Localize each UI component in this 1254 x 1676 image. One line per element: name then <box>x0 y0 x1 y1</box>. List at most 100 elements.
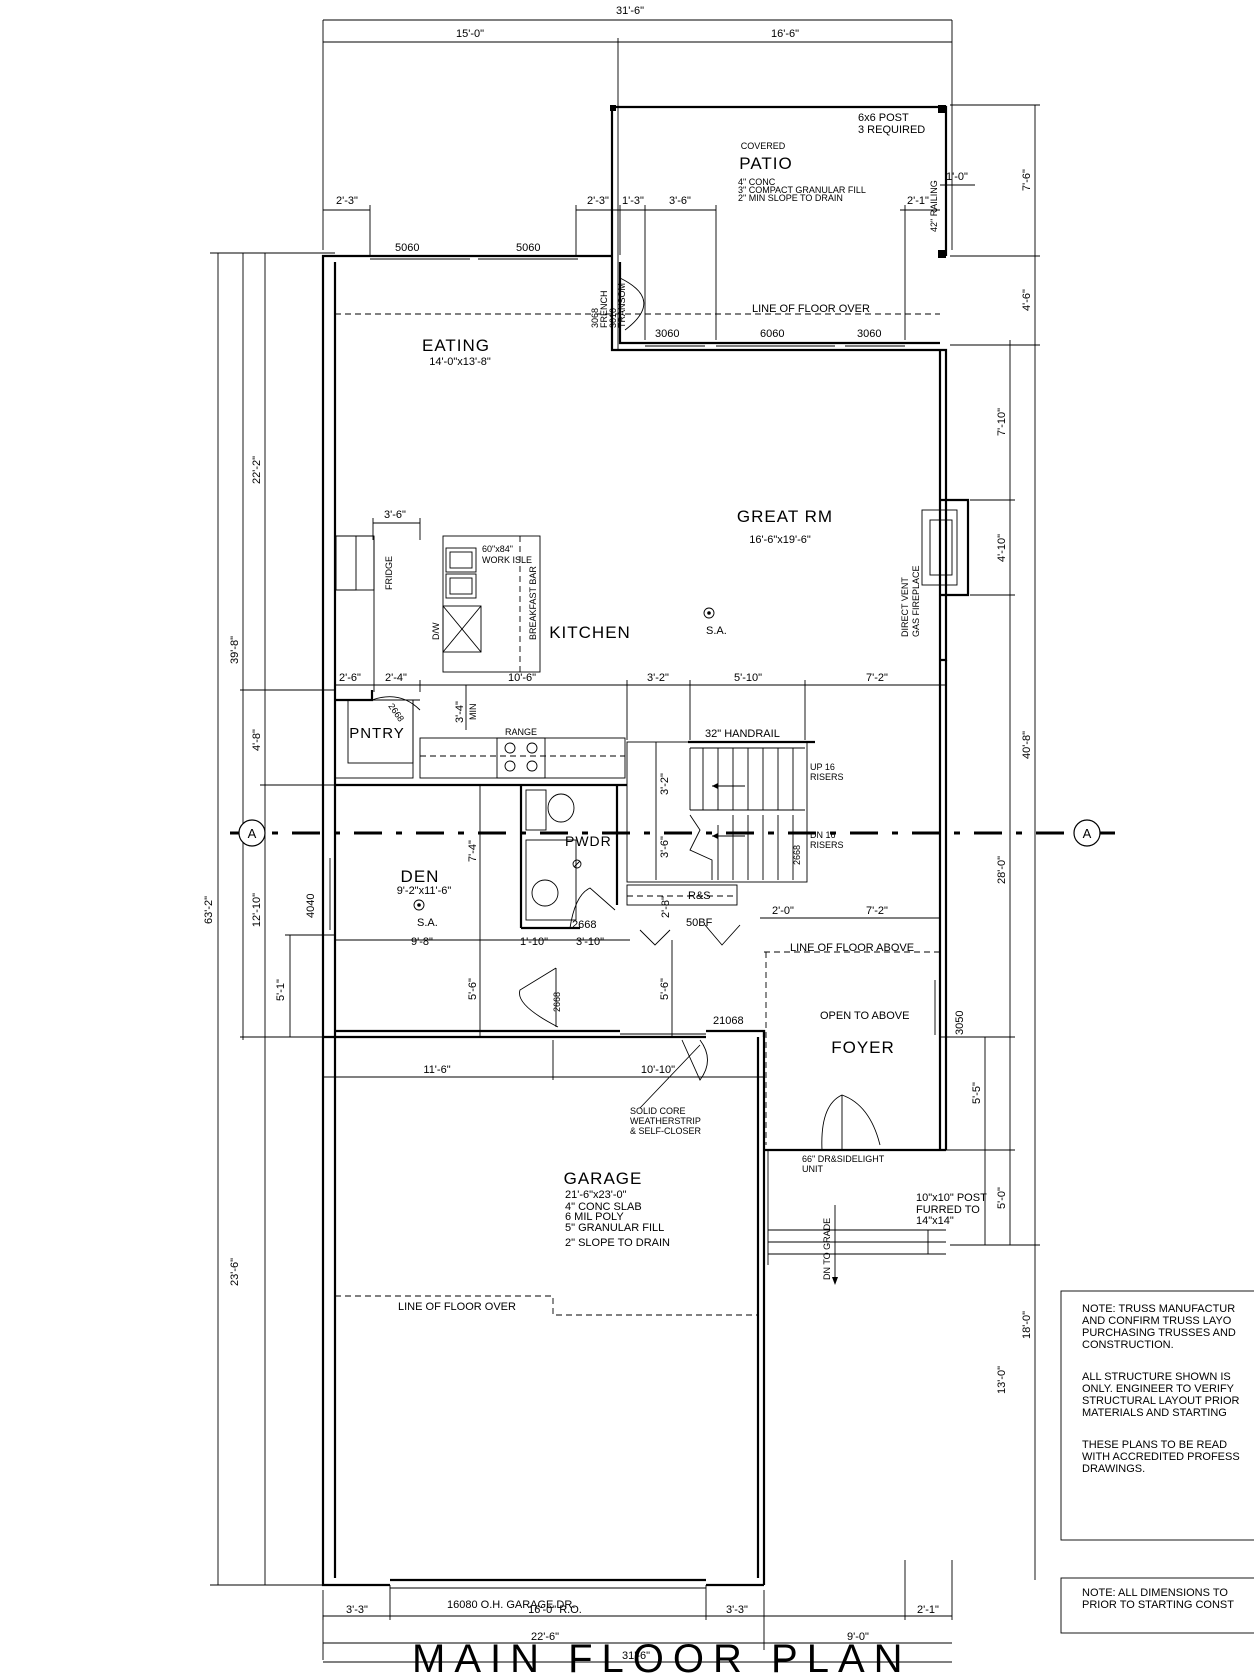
window-5060-b: 5060 <box>516 242 540 254</box>
den-size: 9'-2"x11'-6" <box>397 885 452 897</box>
garage-label: GARAGE <box>564 1169 643 1188</box>
door-stair: 2668 <box>792 845 802 865</box>
dim-4-8: 4'-8" <box>251 729 263 751</box>
fireplace-1: DIRECT VENT <box>900 577 910 637</box>
dim-22-6: 22'-6" <box>531 1631 559 1643</box>
fridge: FRIDGE <box>335 535 394 680</box>
patio-note-2: 3" COMPACT GRANULAR FILL <box>738 185 866 195</box>
garage-entry-door: 21068 SOLID CORE WEATHERSTRIP & SELF-CLO… <box>620 1015 744 1136</box>
dim-2-0: 2'-0" <box>772 905 794 917</box>
right-dimensions: 7'-6" 4'-6" 7'-10" 4'-10" 40'-8" 28'-0" … <box>940 104 1040 1580</box>
dn-risers-2: RISERS <box>810 840 844 850</box>
dim-2-1-top: 2'-1" <box>907 195 929 207</box>
dim-kitchen-3-6: 3'-6" <box>384 509 406 521</box>
note1-l2: AND CONFIRM TRUSS LAYO <box>1082 1315 1232 1327</box>
patio-covered: COVERED <box>741 141 786 151</box>
front-door-1: 66" DR&SIDELIGHT <box>802 1154 885 1164</box>
dim-40-8: 40'-8" <box>1021 731 1033 759</box>
front-door-2: UNIT <box>802 1164 823 1174</box>
dim-5-6-a: 5'-6" <box>467 978 479 1000</box>
plan-title: MAIN FLOOR PLAN <box>412 1637 912 1676</box>
dim-2-8: 2'-8" <box>660 896 672 918</box>
garage-note-4: 5" GRANULAR FILL <box>565 1222 664 1234</box>
dim-3-6: 3'-6" <box>669 195 691 207</box>
dim-top-left: 15'-0" <box>456 28 484 40</box>
dim-18-0: 18'-0" <box>1021 1311 1033 1339</box>
range-counter: RANGE <box>419 727 626 779</box>
dim-10-6: 10'-6" <box>508 672 536 684</box>
section-line: A A <box>230 819 1115 847</box>
dim-5-1: 5'-1" <box>275 979 287 1001</box>
solid-core-2: WEATHERSTRIP <box>630 1116 701 1126</box>
door-den: 2668 <box>552 992 562 1012</box>
garage-door-label: 16080 O.H. GARAGE DR. <box>447 1599 575 1611</box>
line-floor-above: LINE OF FLOOR ABOVE <box>790 942 914 954</box>
pantry: PNTRY 2668 <box>334 690 421 779</box>
post-note-2: 3 REQUIRED <box>858 124 925 136</box>
window-5060-a: 5060 <box>395 242 419 254</box>
post-note-1: 6x6 POST <box>858 112 909 124</box>
dim-5-10: 5'-10" <box>734 672 762 684</box>
dim-9-0: 9'-0" <box>847 1631 869 1643</box>
pwdr-label: PWDR <box>565 833 612 849</box>
dim-stair-3-2: 3'-2" <box>659 773 671 795</box>
french-4: TRANSOM <box>617 283 627 328</box>
den-window: 4040 <box>305 894 317 918</box>
garage: 11'-6" 10'-10" GARAGE 21'-6"x23'-0" 4" C… <box>323 1040 764 1611</box>
railing-label: 42" RAILING <box>929 180 939 232</box>
foyer-label: FOYER <box>831 1038 895 1057</box>
front-step: DN TO GRADE 10"x10" POST FURRED TO 14"x1… <box>767 1150 987 1285</box>
line-floor-over-top: LINE OF FLOOR OVER <box>752 303 870 315</box>
den: DEN 9'-2"x11'-6" S.A. 4040 7'-4" 9'-8" 1… <box>305 785 673 1037</box>
solid-core-3: & SELF-CLOSER <box>630 1126 702 1136</box>
fifty-bf: 50BF <box>686 917 713 929</box>
garage-note-1: 21'-6"x23'-0" <box>565 1189 627 1201</box>
dim-22-2: 22'-2" <box>251 456 263 484</box>
patio: COVERED PATIO 4" CONC 3" COMPACT GRANULA… <box>610 105 948 258</box>
foyer: LINE OF FLOOR ABOVE OPEN TO ABOVE FOYER … <box>764 942 966 1174</box>
garage-note-5: 2" SLOPE TO DRAIN <box>565 1237 670 1249</box>
dim-1-0: 1'-0" <box>946 171 968 183</box>
patio-note-1: 4" CONC <box>738 177 776 187</box>
dw-label: D/W <box>431 622 441 640</box>
note1-l4: CONSTRUCTION. <box>1082 1339 1174 1351</box>
dn-grade: DN TO GRADE <box>822 1218 832 1280</box>
dim-5-5: 5'-5" <box>971 1082 983 1104</box>
eating-label: EATING <box>422 336 490 355</box>
range-label: RANGE <box>505 727 537 737</box>
dim-2-3-patio: 2'-3" <box>587 195 609 207</box>
den-label: DEN <box>401 867 440 886</box>
foyer-window: 3050 <box>954 1011 966 1035</box>
dim-3-10: 3'-10" <box>576 936 604 948</box>
post-furred-3: 14"x14" <box>916 1215 954 1227</box>
sa-den: S.A. <box>417 917 438 929</box>
dim-7-4: 7'-4" <box>467 840 479 862</box>
patio-note-3: 2" MIN SLOPE TO DRAIN <box>738 193 843 203</box>
door-pwdr: 2668 <box>572 919 596 931</box>
notes-box: NOTE: TRUSS MANUFACTUR AND CONFIRM TRUSS… <box>1060 1290 1254 1541</box>
dim-16-0-ro: 16'-0" R.O. <box>528 1604 582 1616</box>
french-1: 3068 <box>590 308 600 328</box>
dim-13-0: 13'-0" <box>996 1366 1008 1394</box>
dim-3-4: 3'-4" <box>454 701 466 723</box>
post-furred-1: 10"x10" POST <box>916 1192 987 1204</box>
note1-l3: PURCHASING TRUSSES AND <box>1082 1327 1236 1339</box>
window-6060: 6060 <box>760 328 784 340</box>
fireplace-2: GAS FIREPLACE <box>911 565 921 637</box>
stairs: 32" HANDRAIL UP 16 RISERS DN 16 RISERS 2… <box>626 728 844 883</box>
dim-top-total: 31'-6" <box>616 5 644 17</box>
dim-10-10: 10'-10" <box>641 1064 675 1076</box>
fridge-label: FRIDGE <box>384 556 394 590</box>
dim-stair-3-6: 3'-6" <box>659 836 671 858</box>
dim-5-6-b: 5'-6" <box>659 978 671 1000</box>
bottom-dimensions: 3'-3" 16'-0" R.O. 3'-3" 2'-1" 22'-6" 9'-… <box>322 1560 953 1663</box>
dim-2-6: 2'-6" <box>339 672 361 684</box>
note3-l2: WITH ACCREDITED PROFESS <box>1082 1451 1240 1463</box>
top-windows: 5060 5060 3060 6060 3060 <box>370 242 905 347</box>
door-pantry: 2668 <box>386 701 406 723</box>
dim-39-8: 39'-8" <box>229 636 241 664</box>
pantry-label: PNTRY <box>349 725 405 742</box>
note4-l2: PRIOR TO STARTING CONST <box>1082 1599 1234 1611</box>
dim-5-0: 5'-0" <box>996 1187 1008 1209</box>
section-a-left: A <box>248 826 257 841</box>
